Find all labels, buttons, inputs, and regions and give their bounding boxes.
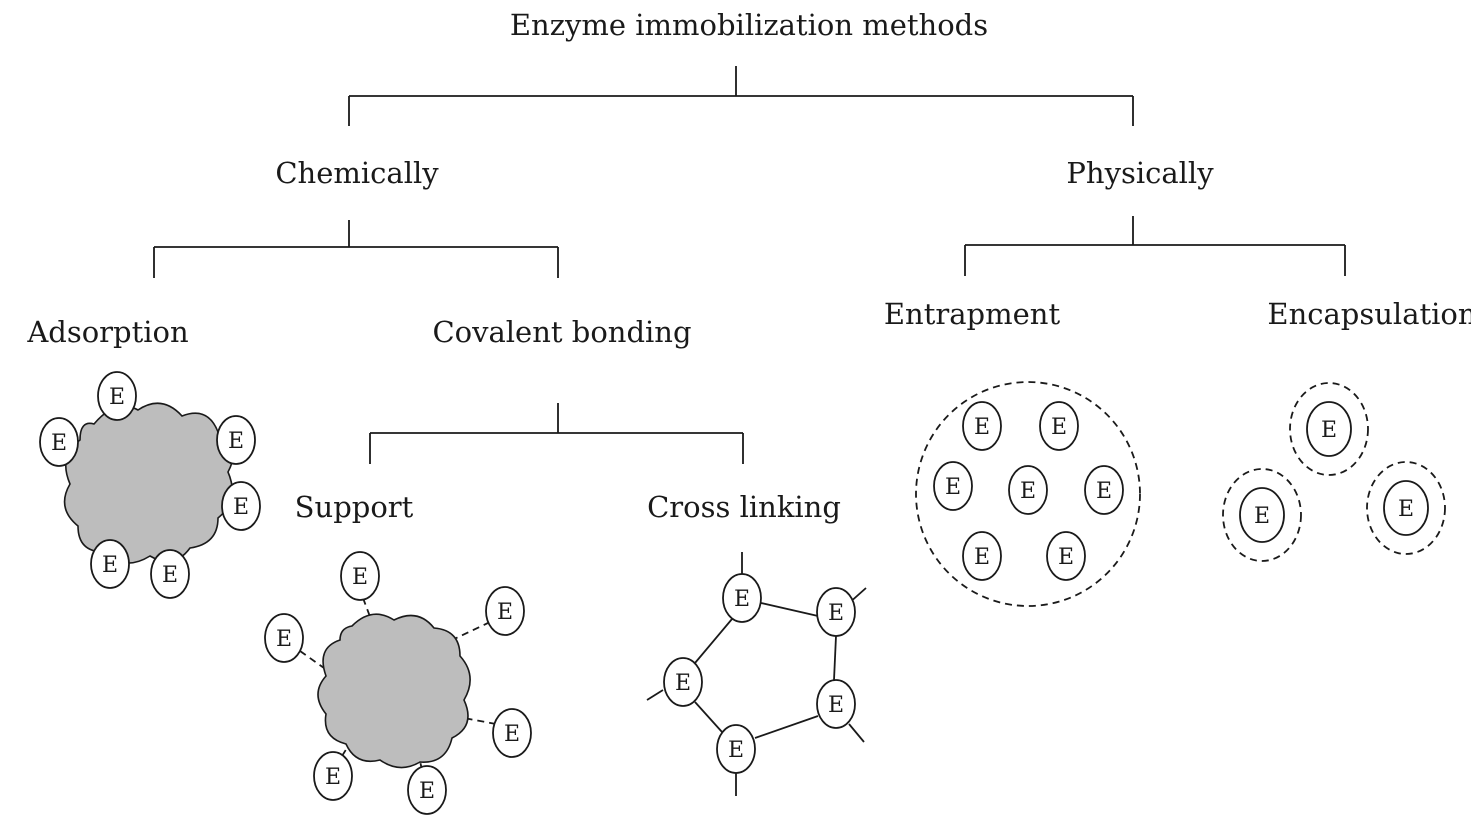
enzyme: E — [962, 401, 1002, 451]
enzyme: E — [1039, 401, 1079, 451]
encapsulated-enzyme: E — [1222, 468, 1302, 562]
svg-text:E: E — [109, 385, 125, 410]
enzyme: E — [485, 586, 525, 636]
tree-connector-covalent — [369, 403, 744, 464]
enzyme: E — [340, 551, 380, 601]
support-particle-covalent — [317, 613, 471, 769]
svg-text:E: E — [1058, 545, 1074, 570]
enzyme: E — [221, 481, 261, 531]
enzyme: E — [816, 587, 856, 637]
enzyme: E — [313, 751, 353, 801]
encapsulated-enzyme: E — [1366, 461, 1446, 555]
support-particle-adsorption — [63, 402, 234, 564]
enzyme: E — [816, 679, 856, 729]
enzyme: E — [933, 461, 973, 511]
enzyme: E — [716, 724, 756, 774]
svg-text:E: E — [102, 553, 118, 578]
enzyme: E — [216, 415, 256, 465]
enzyme: E — [722, 573, 762, 623]
svg-text:E: E — [352, 565, 368, 590]
svg-text:E: E — [162, 563, 178, 588]
svg-text:E: E — [828, 693, 844, 718]
label-cross-linking: Cross linking — [647, 490, 841, 524]
label-encapsulation: Encapsulation — [1267, 297, 1471, 331]
svg-text:E: E — [276, 627, 292, 652]
svg-text:E: E — [51, 431, 67, 456]
support-illustration: E E E E E E — [264, 551, 532, 815]
svg-text:E: E — [1398, 497, 1414, 522]
tree-connector-chemically — [153, 220, 559, 278]
enzyme: E — [150, 549, 190, 599]
entrapment-illustration: E E E E E E E — [915, 381, 1141, 607]
svg-text:E: E — [228, 429, 244, 454]
enzyme: E — [39, 417, 79, 467]
diagram-title: Enzyme immobilization methods — [510, 8, 988, 42]
svg-text:E: E — [1051, 415, 1067, 440]
entrapment-matrix — [915, 381, 1141, 607]
tree-connector-physically — [964, 216, 1346, 276]
svg-text:E: E — [1321, 418, 1337, 443]
adsorption-illustration: E E E E E E — [39, 371, 261, 599]
label-physically: Physically — [1066, 156, 1214, 190]
label-covalent-bonding: Covalent bonding — [432, 315, 691, 349]
svg-text:E: E — [1020, 479, 1036, 504]
encapsulated-enzyme: E — [1289, 382, 1369, 476]
enzyme: E — [1008, 465, 1048, 515]
svg-text:E: E — [734, 587, 750, 612]
label-support: Support — [295, 490, 414, 524]
svg-text:E: E — [945, 475, 961, 500]
svg-text:E: E — [974, 415, 990, 440]
cross-linking-illustration: E E E E E — [646, 552, 867, 796]
enzyme: E — [90, 539, 130, 589]
enzyme: E — [1084, 465, 1124, 515]
enzyme: E — [407, 765, 447, 815]
tree-connector-root — [348, 66, 1134, 126]
svg-text:E: E — [1254, 504, 1270, 529]
enzyme: E — [962, 531, 1002, 581]
svg-text:E: E — [497, 600, 513, 625]
label-adsorption: Adsorption — [26, 315, 188, 349]
enzyme: E — [663, 657, 703, 707]
encapsulation-illustration: E E E — [1222, 382, 1446, 562]
enzyme: E — [97, 371, 137, 421]
enzyme: E — [492, 708, 532, 758]
enzyme: E — [1046, 531, 1086, 581]
svg-text:E: E — [974, 545, 990, 570]
svg-text:E: E — [1096, 479, 1112, 504]
svg-text:E: E — [728, 738, 744, 763]
svg-text:E: E — [233, 495, 249, 520]
label-chemically: Chemically — [275, 156, 439, 190]
svg-text:E: E — [419, 779, 435, 804]
svg-text:E: E — [325, 765, 341, 790]
svg-text:E: E — [828, 601, 844, 626]
svg-text:E: E — [504, 722, 520, 747]
label-entrapment: Entrapment — [884, 297, 1061, 331]
enzyme: E — [264, 613, 304, 663]
svg-text:E: E — [675, 671, 691, 696]
